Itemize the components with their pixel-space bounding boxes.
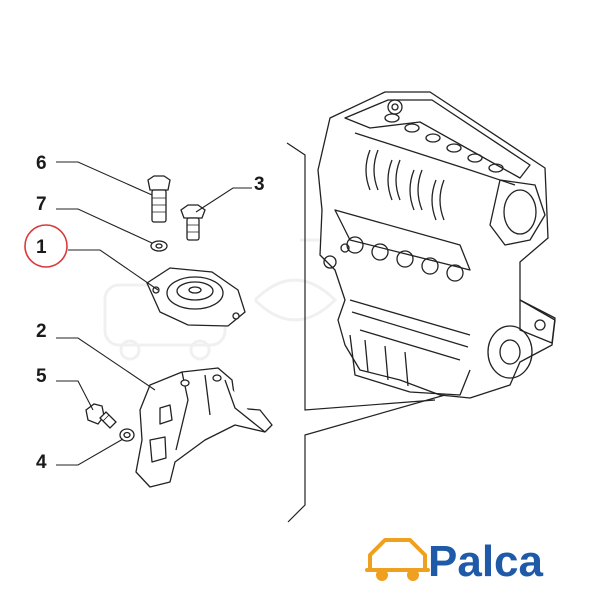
callout-7: 7 <box>36 194 47 215</box>
callout-2: 2 <box>36 321 47 342</box>
leader-2 <box>56 337 156 391</box>
leader-4 <box>56 438 124 466</box>
leader-5 <box>56 380 94 411</box>
part-7-washer <box>150 240 168 252</box>
brand-name: Palca <box>428 537 544 586</box>
callout-leader-lines <box>56 161 252 466</box>
part-2-bracket <box>135 367 273 488</box>
part-6-bolt <box>147 175 171 223</box>
part-3-bolt <box>180 204 206 241</box>
engine-leader-lines <box>286 142 446 523</box>
leader-7 <box>56 208 153 244</box>
callout-1-highlight-ring <box>24 224 68 268</box>
callout-4: 4 <box>36 452 47 473</box>
callout-6: 6 <box>36 153 47 174</box>
callout-5: 5 <box>36 366 47 387</box>
part-1-mount-pad <box>146 267 246 327</box>
leader-3 <box>195 187 252 213</box>
engine-block <box>317 91 556 399</box>
callout-3: 3 <box>254 174 265 195</box>
callout-1: 1 <box>36 237 47 258</box>
part-5-bolt <box>85 403 117 429</box>
leader-1 <box>68 249 159 291</box>
leader-6 <box>56 161 153 196</box>
brand-logo: Palca <box>365 537 544 586</box>
car-outline-icon <box>365 538 430 581</box>
part-4-washer <box>119 428 135 442</box>
